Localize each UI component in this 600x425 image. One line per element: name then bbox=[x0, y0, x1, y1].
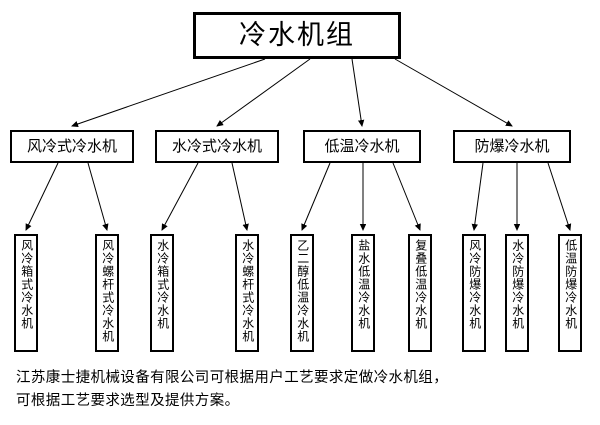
category-to-leaf-arrow-8 bbox=[471, 162, 484, 231]
leaf-node-4[interactable]: 水冷螺杆式冷水机 bbox=[235, 234, 259, 352]
leaf-node-label: 风冷防爆冷水机 bbox=[467, 239, 482, 330]
category-node-label: 水冷式冷水机 bbox=[171, 137, 262, 155]
leaf-node-10[interactable]: 低温防爆冷水机 bbox=[558, 234, 582, 352]
leaf-node-2[interactable]: 风冷螺杆式冷水机 bbox=[95, 234, 119, 352]
leaf-node-label: 风冷螺杆式冷水机 bbox=[100, 239, 115, 343]
leaf-node-label: 低温防爆冷水机 bbox=[563, 239, 578, 330]
leaf-node-3[interactable]: 水冷箱式冷水机 bbox=[150, 234, 174, 352]
category-node-label: 风冷式冷水机 bbox=[26, 137, 117, 155]
category-node-3[interactable]: 低温冷水机 bbox=[303, 130, 421, 163]
leaf-node-label: 盐水低温冷水机 bbox=[356, 239, 371, 330]
leaf-node-5[interactable]: 乙二醇低温冷水机 bbox=[290, 234, 314, 352]
leaf-node-6[interactable]: 盐水低温冷水机 bbox=[351, 234, 375, 352]
root-node-chiller-unit[interactable]: 冷水机组 bbox=[193, 12, 401, 59]
category-to-leaf-arrow-10 bbox=[547, 162, 572, 231]
category-to-leaf-arrow-3 bbox=[161, 162, 199, 231]
category-node-2[interactable]: 水冷式冷水机 bbox=[155, 130, 279, 163]
leaf-node-8[interactable]: 风冷防爆冷水机 bbox=[462, 234, 486, 352]
leaf-node-7[interactable]: 复叠低温冷水机 bbox=[408, 234, 432, 352]
leaf-node-1[interactable]: 风冷箱式冷水机 bbox=[14, 234, 38, 352]
category-to-leaf-arrow-1 bbox=[25, 162, 59, 231]
category-to-leaf-arrow-2 bbox=[87, 162, 109, 231]
category-edges bbox=[25, 162, 572, 231]
leaf-node-label: 水冷螺杆式冷水机 bbox=[240, 239, 255, 343]
category-to-leaf-arrow-7 bbox=[392, 162, 421, 231]
category-to-leaf-arrow-4 bbox=[231, 162, 249, 231]
root-node-label: 冷水机组 bbox=[239, 20, 355, 51]
root-to-category-arrow-3 bbox=[351, 58, 365, 127]
leaf-node-9[interactable]: 水冷防爆冷水机 bbox=[505, 234, 529, 352]
caption-line-1: 江苏康士捷机械设备有限公司可根据用户工艺要求定做冷水机组， bbox=[16, 370, 449, 386]
leaf-node-label: 水冷箱式冷水机 bbox=[155, 239, 170, 330]
category-node-label: 低温冷水机 bbox=[324, 137, 400, 155]
leaf-node-label: 复叠低温冷水机 bbox=[413, 239, 428, 330]
caption-line-2: 可根据工艺要求选型及提供方案。 bbox=[16, 393, 240, 410]
leaf-node-label: 乙二醇低温冷水机 bbox=[295, 239, 310, 343]
leaf-node-label: 风冷箱式冷水机 bbox=[19, 239, 34, 330]
caption-block: 江苏康士捷机械设备有限公司可根据用户工艺要求定做冷水机组， 可根据工艺要求选型及… bbox=[16, 367, 588, 414]
root-to-category-arrow-4 bbox=[394, 58, 513, 127]
category-to-leaf-arrow-5 bbox=[301, 162, 331, 231]
category-node-4[interactable]: 防爆冷水机 bbox=[453, 130, 571, 163]
root-to-category-arrow-2 bbox=[216, 58, 311, 127]
category-node-label: 防爆冷水机 bbox=[474, 137, 550, 155]
root-edges bbox=[71, 58, 513, 128]
category-node-1[interactable]: 风冷式冷水机 bbox=[10, 130, 134, 163]
leaf-node-label: 水冷防爆冷水机 bbox=[510, 239, 525, 330]
root-to-category-arrow-1 bbox=[71, 58, 266, 128]
